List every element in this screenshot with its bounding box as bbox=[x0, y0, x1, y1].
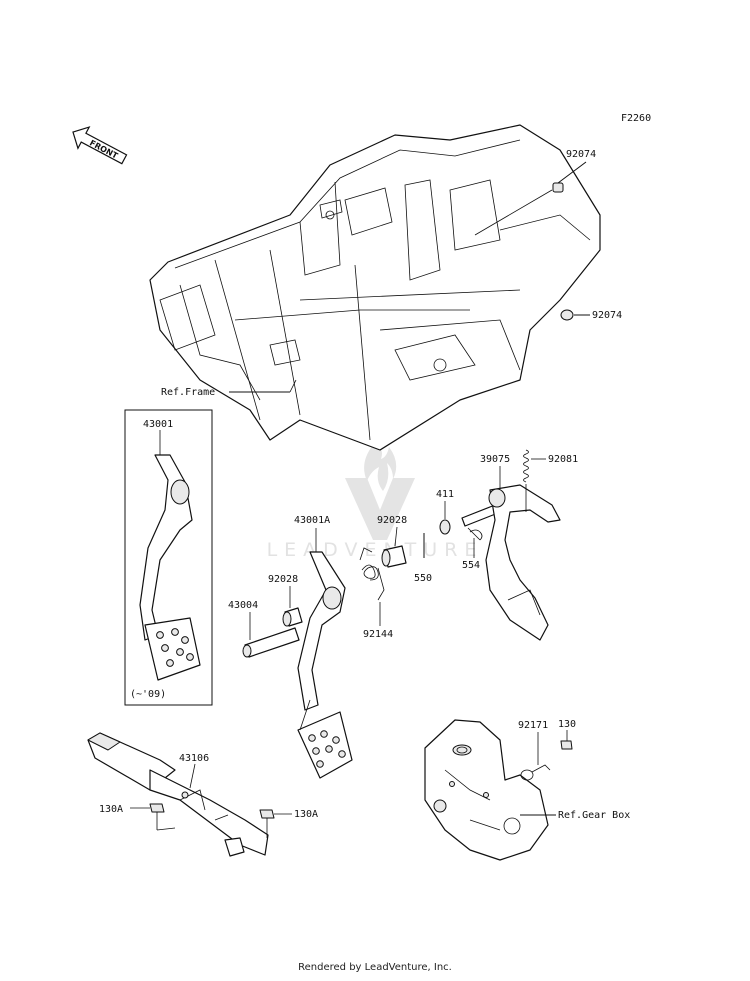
part-92028-upper: 92028 bbox=[377, 515, 407, 568]
callout-43004: 43004 bbox=[228, 600, 258, 611]
part-130-bolt: 130 bbox=[558, 719, 576, 750]
footer-credit: Rendered by LeadVenture, Inc. bbox=[298, 962, 452, 973]
note-year-range: (~'09) bbox=[130, 689, 166, 700]
part-554: 554 bbox=[462, 527, 483, 571]
part-43001A-pedal: 43001A bbox=[294, 515, 353, 779]
part-92074-mid: 92074 bbox=[560, 309, 622, 321]
front-arrow-label: FRONT bbox=[88, 138, 120, 161]
part-92081-spring: 92081 bbox=[523, 449, 578, 512]
ref-frame-label: Ref.Frame bbox=[161, 387, 215, 398]
watermark-logo: LEADVENTURE bbox=[267, 445, 484, 561]
ref-gear-box-label: Ref.Gear Box bbox=[558, 810, 630, 821]
part-92144-spring: 92144 bbox=[359, 547, 393, 640]
part-39075-lever: 39075 bbox=[461, 454, 561, 641]
part-43001-pedal: 43001 (~'09) bbox=[124, 409, 213, 706]
callout-43001A: 43001A bbox=[294, 515, 330, 526]
part-411-washer: 411 bbox=[436, 489, 454, 535]
callout-43106: 43106 bbox=[179, 753, 209, 764]
diagram-code: F2260 bbox=[621, 113, 651, 124]
part-550: 550 bbox=[414, 533, 432, 584]
part-43004-pin: 43004 bbox=[228, 600, 300, 658]
part-130A-right: 130A bbox=[259, 809, 318, 838]
callout-130: 130 bbox=[558, 719, 576, 730]
callout-411: 411 bbox=[436, 489, 454, 500]
callout-92074-top: 92074 bbox=[566, 149, 596, 160]
callout-39075: 39075 bbox=[480, 454, 510, 465]
callout-92171: 92171 bbox=[518, 720, 548, 731]
front-arrow-icon: FRONT bbox=[72, 126, 128, 165]
callout-130A-right: 130A bbox=[294, 809, 318, 820]
part-43106-lever: 43106 bbox=[87, 732, 269, 857]
callout-554: 554 bbox=[462, 560, 480, 571]
callout-43001: 43001 bbox=[143, 419, 173, 430]
part-130A-left: 130A bbox=[99, 803, 176, 831]
frame-assembly bbox=[149, 124, 601, 451]
watermark-text: LEADVENTURE bbox=[267, 539, 484, 561]
callout-130A-left: 130A bbox=[99, 804, 123, 815]
part-92074-top: 92074 bbox=[474, 149, 596, 236]
callout-92074-mid: 92074 bbox=[592, 310, 622, 321]
gear-box-assembly bbox=[424, 719, 549, 861]
callout-550: 550 bbox=[414, 573, 432, 584]
part-92028-lower: 92028 bbox=[268, 574, 303, 627]
callout-92144: 92144 bbox=[363, 629, 393, 640]
callout-92081: 92081 bbox=[548, 454, 578, 465]
callout-92028-lower: 92028 bbox=[268, 574, 298, 585]
callout-92028-upper: 92028 bbox=[377, 515, 407, 526]
part-92171-clip: 92171 bbox=[518, 720, 551, 781]
